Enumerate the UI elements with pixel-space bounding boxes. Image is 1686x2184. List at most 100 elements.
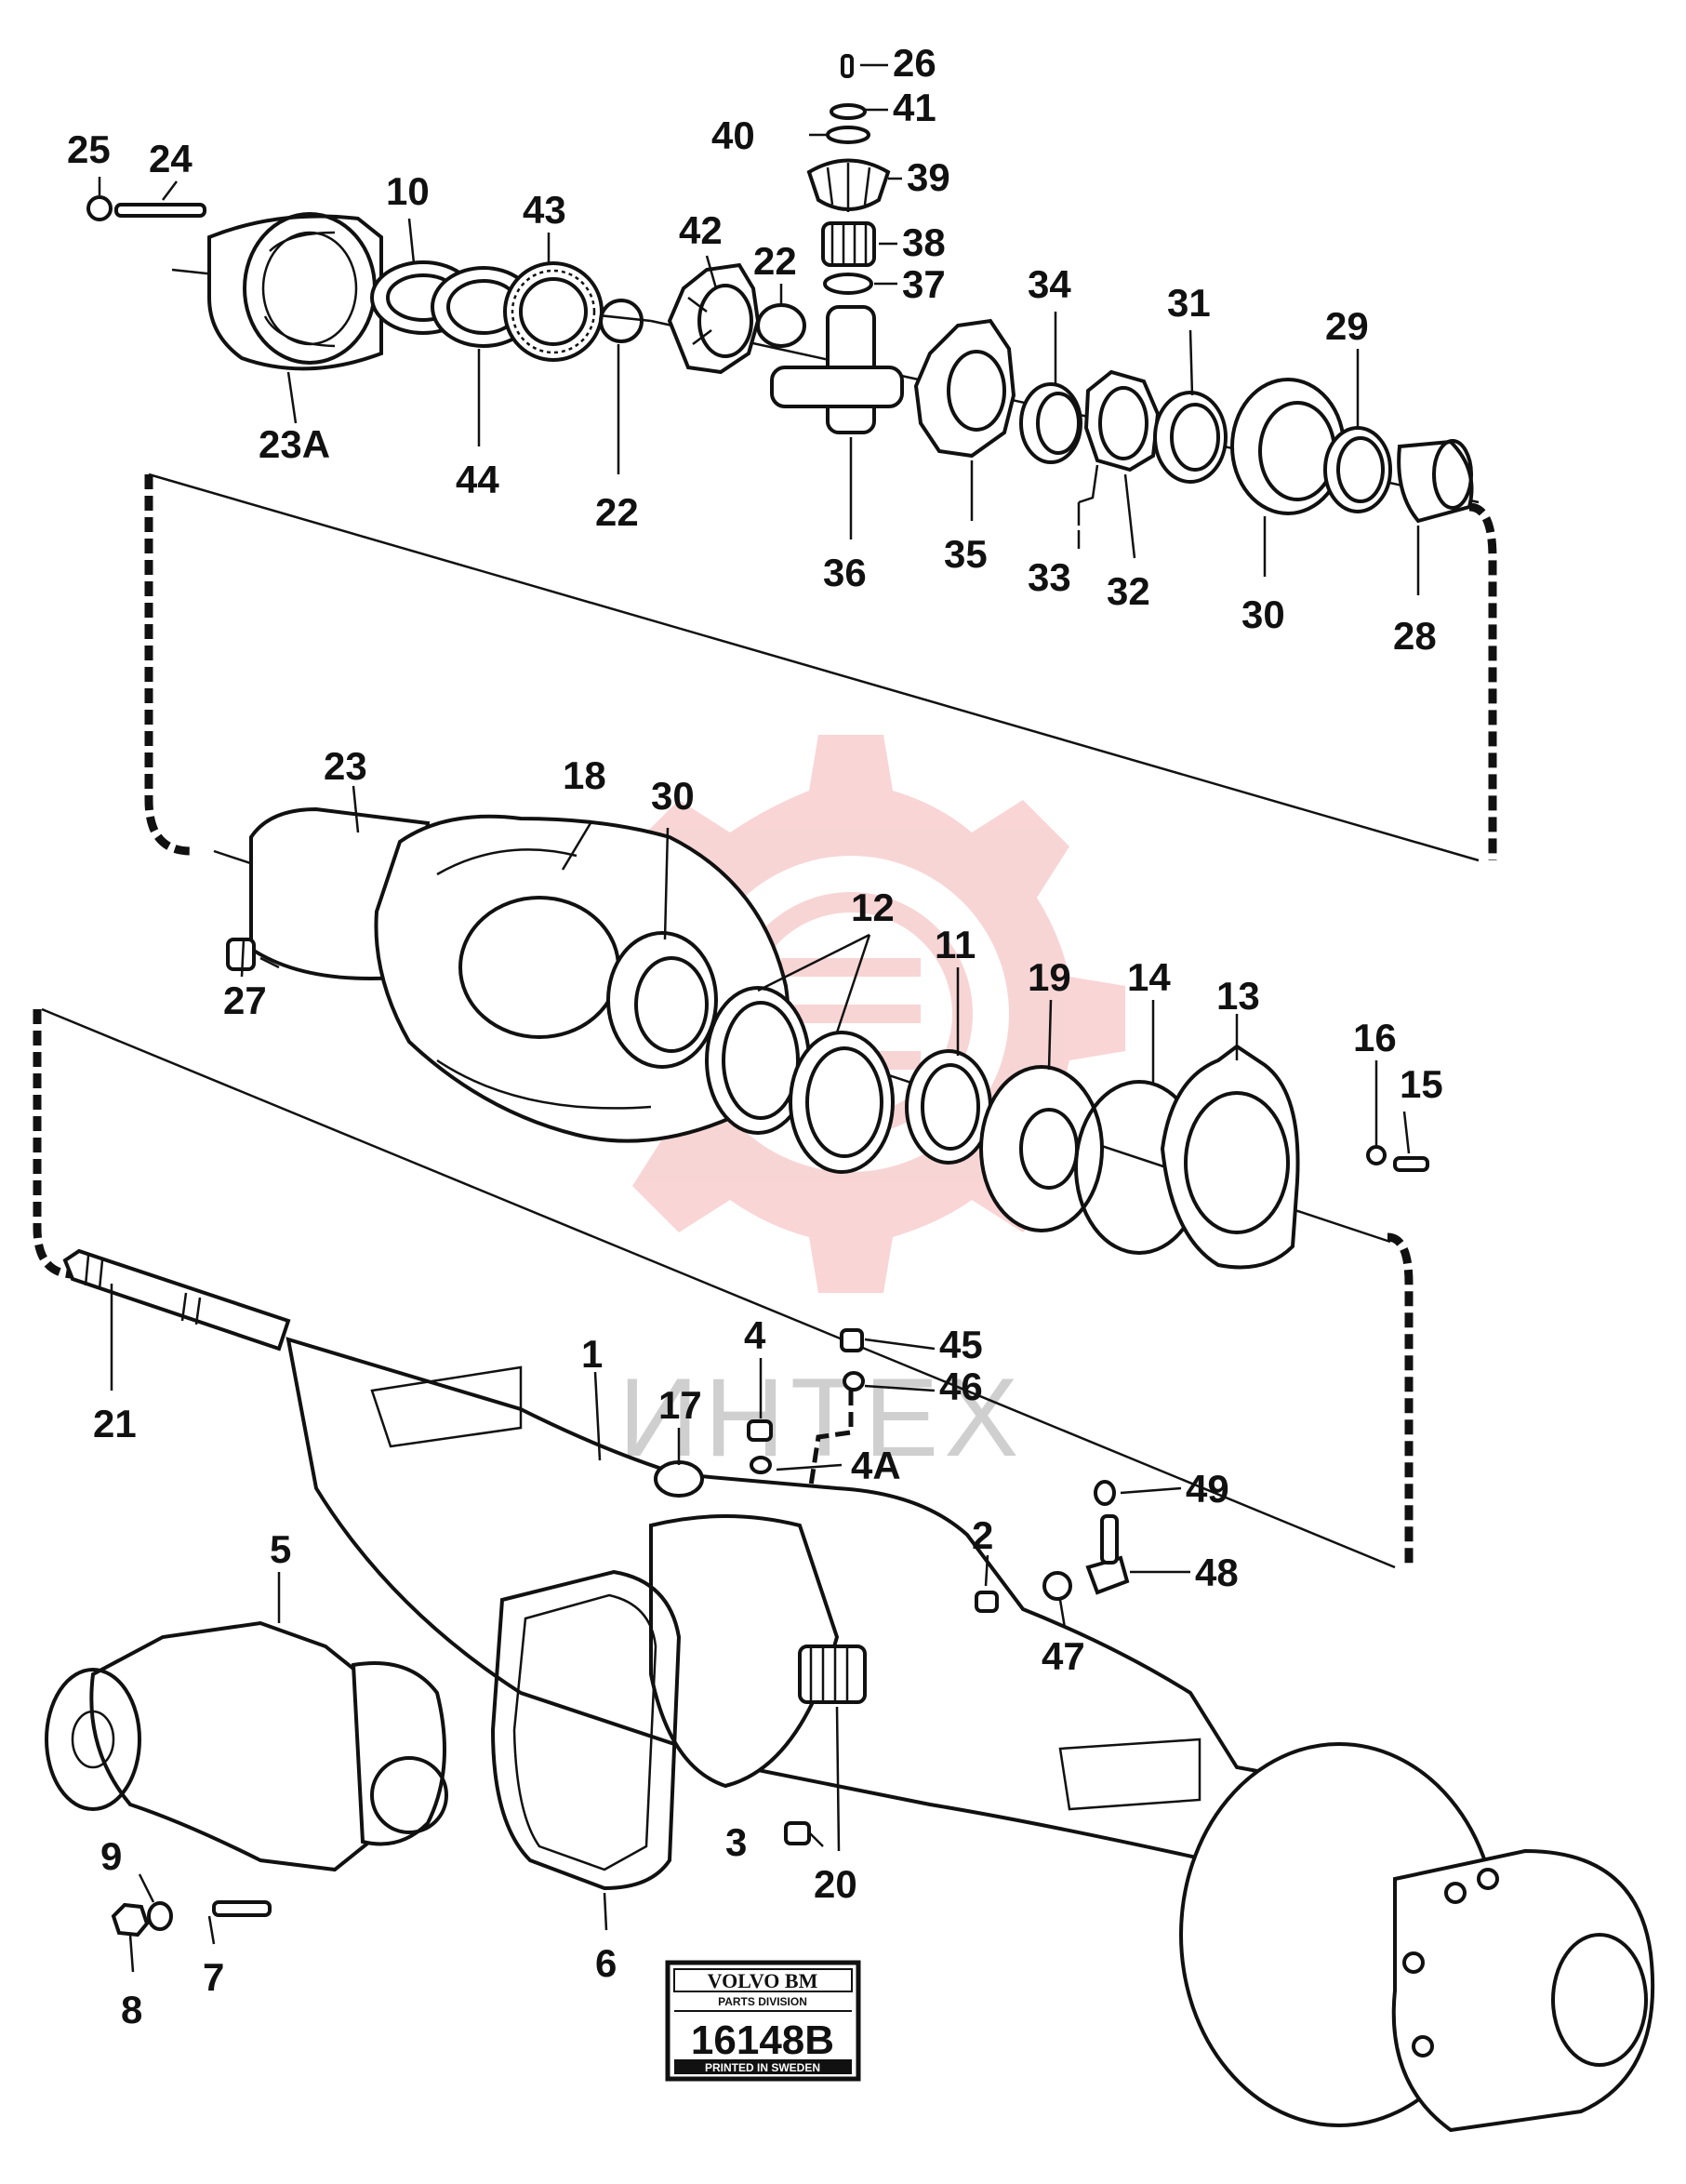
part-20-pinion-shaft [798,1645,867,1704]
callout-22-bottom: 22 [595,490,639,534]
part-22-pin-ring [756,303,806,348]
part-17-breather [654,1460,704,1498]
part-28-sleeve [1397,439,1474,524]
callout-47: 47 [1042,1634,1085,1678]
part-38-needle-bearing [821,221,876,267]
part-2-plug [975,1591,999,1613]
callout-1: 1 [581,1332,603,1376]
part-1-axle-housing [285,1337,1342,1882]
callout-15: 15 [1400,1062,1443,1106]
callout-6: 6 [595,1941,617,1985]
callout-11: 11 [935,923,976,966]
callout-26: 26 [893,41,936,85]
part-30-bearing-cone [606,931,718,1069]
callout-25: 25 [67,127,111,171]
part-37-washer [823,273,873,295]
callout-30-top: 30 [1241,593,1285,636]
part-13-cover [1160,1044,1300,1270]
part-29-ring [1323,426,1392,513]
leader-lines [98,63,1420,1973]
part-24-bolt [86,195,206,221]
callout-8: 8 [121,1988,142,2031]
callout-27: 27 [223,979,267,1022]
part-22-snap-ring [599,299,644,343]
part-6-gasket [490,1569,682,1891]
hub-assembly [1179,1742,1655,2133]
part-42-side-gear [667,262,761,375]
callout-37: 37 [902,262,946,306]
stamp-number: 16148B [691,2018,834,2063]
callout-49: 49 [1186,1467,1229,1511]
callout-19: 19 [1028,955,1071,999]
callout-5: 5 [270,1527,291,1571]
callout-28: 28 [1393,614,1437,658]
callout-30-mid: 30 [651,774,695,818]
volvo-bm-stamp: VOLVO BM PARTS DIVISION 16148B PRINTED I… [665,1960,861,2082]
callout-22-top: 22 [753,239,797,283]
callout-34: 34 [1028,262,1071,306]
callout-16: 16 [1353,1016,1397,1059]
part-31-lock-plate [1153,391,1228,484]
stamp-footer: PRINTED IN SWEDEN [705,2061,820,2074]
part-5-differential-carrier [45,1620,448,1872]
callout-40: 40 [711,113,755,157]
part-40-41-washers [826,54,870,144]
part-35-side-gear [913,318,1016,459]
part-36-spider [770,305,904,434]
callout-21: 21 [93,1402,137,1445]
callout-3: 3 [725,1820,747,1864]
callout-23a: 23A [259,422,330,466]
dashed-connector-upper [144,474,1497,860]
part-4-45-46-plugs [747,1328,865,1474]
callout-48: 48 [1195,1551,1239,1594]
callout-14: 14 [1127,955,1171,999]
watermark-text: ИНТЕХ [618,1355,1024,1480]
dashed-connector-lower [33,1009,1414,1567]
callout-38: 38 [902,220,946,264]
callout-42: 42 [679,208,723,252]
callout-44: 44 [456,458,499,501]
part-7-8-9-stud-nut [111,1900,272,1938]
callout-7: 7 [203,1955,224,1999]
part-34-bearing-ring [1019,382,1082,464]
callout-9: 9 [100,1834,122,1878]
callout-31: 31 [1167,281,1211,325]
callout-32: 32 [1107,569,1150,613]
callout-46: 46 [939,1365,983,1408]
callout-43: 43 [523,188,566,232]
part-39-pinion-gear [806,158,891,212]
part-32-adjusting-nut [1077,369,1161,526]
callout-18: 18 [563,753,606,797]
part-11-spacer [905,1049,992,1165]
callout-35: 35 [944,532,988,576]
callout-23: 23 [324,744,367,788]
callout-20: 20 [814,1862,857,1906]
callout-29: 29 [1325,304,1369,348]
part-30-taper-bearing [1230,378,1346,515]
callout-33: 33 [1028,555,1071,599]
callout-24: 24 [149,137,192,180]
part-43-gear-ring [503,261,604,362]
callout-36: 36 [823,551,867,594]
callout-13: 13 [1216,974,1260,1018]
callout-41: 41 [893,86,936,129]
callout-labels: 26 41 40 39 38 37 25 24 10 43 42 22 34 3… [67,41,1443,2031]
part-27-plug [226,938,256,971]
callout-45: 45 [939,1323,983,1366]
callout-12: 12 [851,886,895,929]
part-47-48-fittings [1042,1480,1130,1601]
callout-4: 4 [744,1313,766,1357]
callout-4a: 4A [851,1444,901,1487]
part-21-drive-shaft [62,1248,291,1352]
stamp-brand: VOLVO BM [708,1969,818,1992]
part-23a-differential-case [207,212,383,371]
part-15-16-bolt-washer [1366,1145,1429,1172]
callout-2: 2 [972,1513,993,1557]
callout-10: 10 [386,169,430,213]
callout-17: 17 [658,1383,702,1427]
stamp-division: PARTS DIVISION [718,1995,807,2008]
part-3-drain-plug [784,1821,811,1845]
part-12-shims [705,986,895,1174]
callout-39: 39 [907,155,950,199]
